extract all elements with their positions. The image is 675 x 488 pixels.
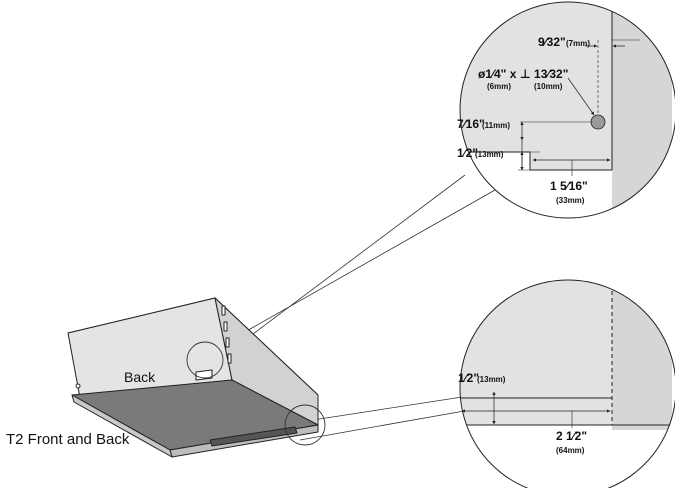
hole-diameter-mm: (6mm)	[487, 82, 512, 91]
dim-2-1-2: 2 1⁄2"	[556, 429, 588, 443]
dim-2-1-2-mm: (64mm)	[556, 446, 585, 455]
detail-marker-bottom	[284, 404, 326, 446]
drawer	[67, 297, 319, 458]
caption: T2 Front and Back	[6, 431, 130, 448]
dim-1-2-top: 1⁄2"	[457, 146, 479, 160]
dim-1-5-16: 1 5⁄16"	[550, 179, 588, 193]
dim-7-16: 7⁄16"	[457, 117, 485, 131]
dim-7-16-mm: (11mm)	[482, 121, 511, 130]
dim-9-32: 9⁄32"	[538, 35, 566, 49]
detail-marker-top	[186, 341, 224, 379]
hole-depth-mm: (10mm)	[534, 82, 563, 91]
dim-9-32-mm: (7mm)	[566, 39, 591, 48]
detail-circle-bottom	[459, 279, 675, 488]
dim-1-2-top-mm: (13mm)	[475, 150, 504, 159]
dim-1-2-bottom-mm: (13mm)	[477, 375, 506, 384]
hole-spec: ø1⁄4" x ⊥ 13⁄32"	[478, 67, 569, 81]
back-label: Back	[124, 369, 156, 385]
slide-rail	[209, 426, 298, 447]
dim-1-2-bottom: 1⁄2"	[458, 371, 480, 385]
hole	[590, 114, 606, 130]
dim-1-5-16-mm: (33mm)	[556, 196, 585, 205]
